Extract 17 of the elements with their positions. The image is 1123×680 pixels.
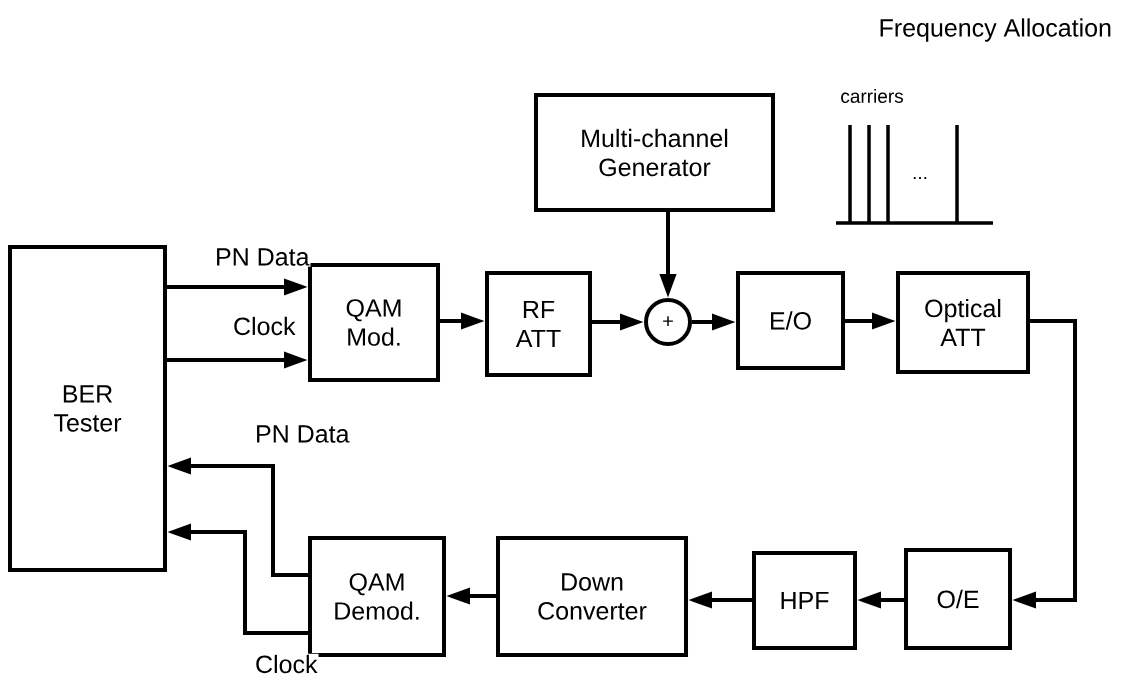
heading: Frequency Allocation <box>880 18 1111 42</box>
converter-box: O/E <box>904 548 1012 650</box>
demodulator-box: QAM Demod. <box>308 536 446 657</box>
attenuator-box: Optical ATT <box>896 271 1030 374</box>
generator-box: Multi-channel Generator <box>534 93 775 212</box>
ellipsis: ... <box>913 177 927 179</box>
edge-label: PN Data <box>254 424 351 444</box>
edge-label: Clock <box>232 315 297 337</box>
edge-label: Clock <box>254 653 319 675</box>
attenuator-box: RF ATT <box>485 271 592 377</box>
filter-box: HPF <box>752 551 857 650</box>
converter-box: E/O <box>736 271 845 370</box>
converter-box: Down Converter <box>496 536 688 657</box>
summing-junction: + <box>644 298 692 346</box>
spectrum-label: carriers <box>841 89 903 103</box>
edge-label: PN Data <box>214 247 311 267</box>
tester-box: BER Tester <box>8 245 167 572</box>
